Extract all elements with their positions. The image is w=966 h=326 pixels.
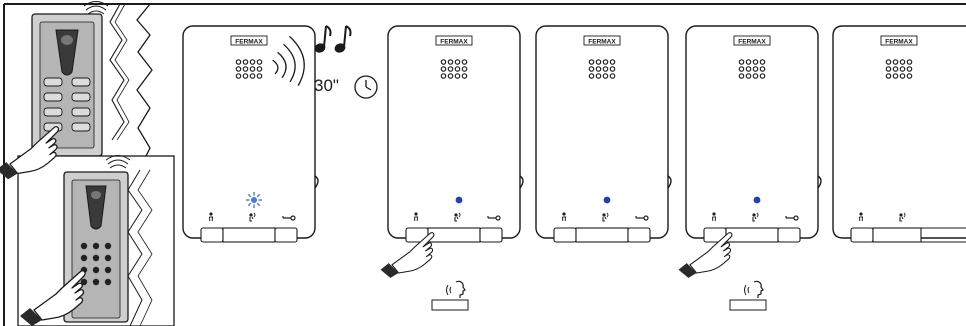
sound-waves-icon [105,155,131,169]
led-on-icon [603,196,611,204]
brand-label: FERMAX [235,39,263,46]
brand-label: FERMAX [440,39,468,46]
monitor-unit: FERMAX [677,25,822,311]
button-door-panel [31,1,109,157]
talk-button[interactable] [872,227,922,243]
brand-badge [230,35,268,46]
speech-indicator-box [431,299,469,311]
left-button[interactable] [553,227,577,243]
led-blinking-icon [246,192,262,208]
clock-icon [354,75,378,99]
door-panels-group [0,1,175,326]
monitor-unit: FERMAX [379,25,524,311]
door-release-button[interactable] [777,227,801,243]
brand-label: FERMAX [738,39,766,46]
timer-label: 30" [314,76,339,95]
door-release-button[interactable] [627,227,651,243]
left-button[interactable] [850,227,874,243]
brand-badge [583,35,621,46]
talk-button[interactable] [725,227,779,243]
left-button[interactable] [200,227,224,243]
led-on-icon [455,196,463,204]
door-release-button[interactable] [479,227,503,243]
led-on-icon [753,196,761,204]
music-notes-icon [314,25,352,53]
monitor-unit: FERMAX [182,25,319,243]
speaking-head-icon [743,280,764,299]
keypad-door-panel [63,155,131,323]
brand-label: FERMAX [885,39,913,46]
brand-badge [435,35,473,46]
talk-button[interactable] [427,227,481,243]
monitor-unit: FERMAX [832,25,966,243]
talk-button[interactable] [575,227,629,243]
sound-waves-icon [272,35,305,86]
talk-button[interactable] [222,227,276,243]
speaking-head-icon [445,280,466,299]
sound-waves-icon [83,1,109,15]
brand-label: FERMAX [588,39,616,46]
monitor-unit: FERMAX [535,25,672,243]
speech-indicator-box [729,299,767,311]
brand-badge [733,35,771,46]
incoming-call-signal: 30" [272,25,378,99]
door-release-button[interactable] [274,227,298,243]
brand-badge [880,35,918,46]
